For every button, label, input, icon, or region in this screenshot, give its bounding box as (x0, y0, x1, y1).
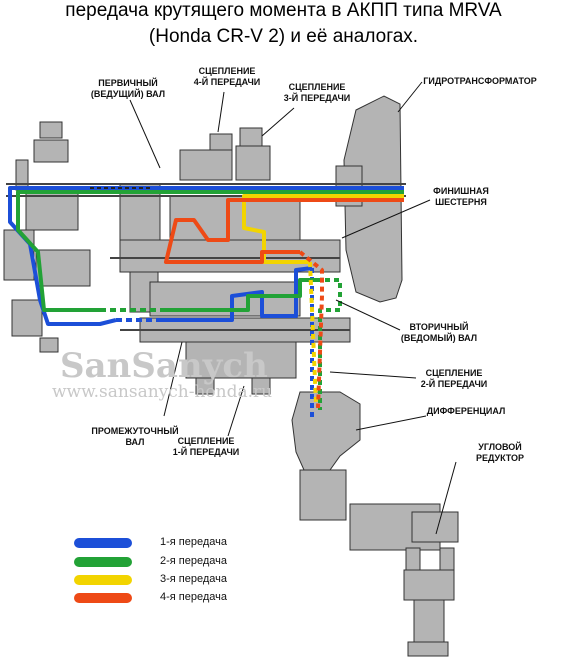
label-secondary-shaft-line2: (ВЕДОМЫЙ) ВАЛ (400, 333, 478, 343)
legend-label-gear1: 1-я передача (160, 536, 228, 548)
label-clutch-4-line1: СЦЕПЛЕНИЕ (198, 66, 256, 76)
legend-swatch-gear1 (74, 538, 132, 548)
label-torque-converter: ГИДРОТРАНСФОРМАТОР (423, 76, 537, 86)
label-final-gear: ФИНИШНАЯ ШЕСТЕРНЯ (428, 186, 494, 208)
label-clutch-1: СЦЕПЛЕНИЕ 1-Й ПЕРЕДАЧИ (166, 436, 246, 458)
label-intermediate-shaft-line2: ВАЛ (125, 437, 145, 447)
label-clutch-1-line1: СЦЕПЛЕНИЕ (177, 436, 235, 446)
housing-left (3, 121, 91, 353)
label-angle-gearbox-line2: РЕДУКТОР (475, 453, 525, 463)
gear3-path (242, 194, 404, 405)
label-clutch-3: СЦЕПЛЕНИЕ 3-Й ПЕРЕДАЧИ (280, 82, 354, 104)
label-clutch-4: СЦЕПЛЕНИЕ 4-Й ПЕРЕДАЧИ (190, 66, 264, 88)
label-clutch-1-line2: 1-Й ПЕРЕДАЧИ (172, 447, 240, 457)
label-intermediate-shaft-line1: ПРОМЕЖУТОЧНЫЙ (91, 426, 179, 436)
gear2-path (16, 190, 404, 410)
title-line-1: передача крутящего момента в АКПП типа M… (65, 0, 502, 21)
watermark-url: www.sansanych-honda.ru (52, 382, 273, 402)
label-clutch-2-line2: 2-Й ПЕРЕДАЧИ (420, 379, 488, 389)
label-secondary-shaft: ВТОРИЧНЫЙ (ВЕДОМЫЙ) ВАЛ (398, 322, 480, 344)
label-angle-gearbox-line1: УГЛОВОЙ (478, 442, 522, 452)
legend-label-gear2: 2-я передача (160, 555, 228, 567)
differential-block (291, 391, 459, 657)
label-final-gear-line1: ФИНИШНАЯ (433, 186, 489, 196)
legend-swatch-gear2 (74, 557, 132, 567)
title-line-2: (Honda CR-V 2) и её аналогах. (148, 26, 419, 47)
label-intermediate-shaft: ПРОМЕЖУТОЧНЫЙ ВАЛ (86, 426, 184, 448)
label-differential: ДИФФЕРЕНЦИАЛ (426, 406, 506, 416)
label-angle-gearbox: УГЛОВОЙ РЕДУКТОР (470, 442, 530, 464)
label-clutch-3-line1: СЦЕПЛЕНИЕ (288, 82, 346, 92)
label-primary-shaft-line1: ПЕРВИЧНЫЙ (98, 78, 158, 88)
label-primary-shaft-line2: (ВЕДУЩИЙ) ВАЛ (90, 89, 166, 99)
label-final-gear-line2: ШЕСТЕРНЯ (435, 197, 487, 207)
gear4-path (164, 198, 404, 409)
legend-label-gear4: 4-я передача (160, 591, 228, 603)
legend-swatch-gear3 (74, 575, 132, 585)
legend-swatch-gear4 (74, 593, 132, 603)
leader-lines (129, 81, 457, 535)
watermark-title: SanSanych (60, 346, 268, 386)
label-clutch-3-line2: 3-Й ПЕРЕДАЧИ (283, 93, 351, 103)
label-primary-shaft: ПЕРВИЧНЫЙ (ВЕДУЩИЙ) ВАЛ (90, 78, 166, 100)
label-secondary-shaft-line1: ВТОРИЧНЫЙ (409, 322, 469, 332)
label-clutch-2-line1: СЦЕПЛЕНИЕ (425, 368, 483, 378)
label-clutch-2: СЦЕПЛЕНИЕ 2-Й ПЕРЕДАЧИ (414, 368, 494, 390)
legend-label-gear3: 3-я передача (160, 573, 228, 585)
label-clutch-4-line2: 4-Й ПЕРЕДАЧИ (193, 77, 261, 87)
